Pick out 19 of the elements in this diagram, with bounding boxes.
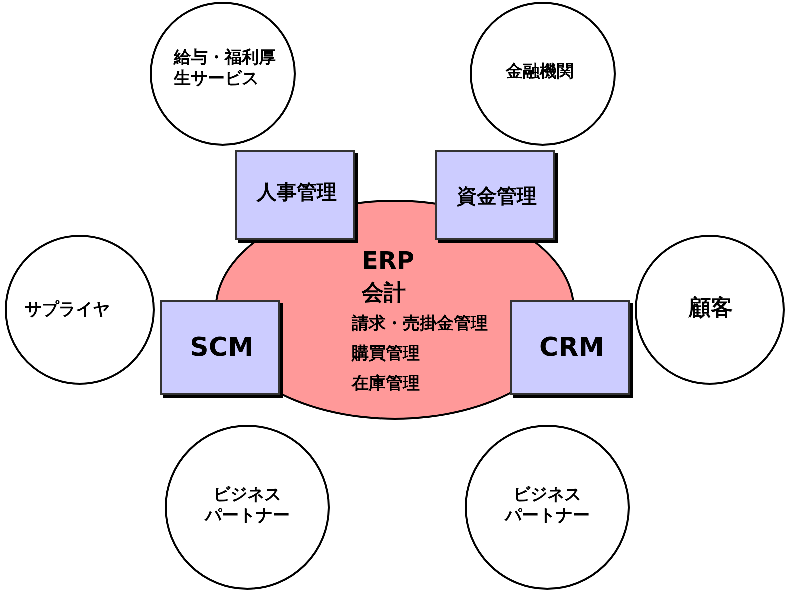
node-label: ビジネスパートナー [505,485,591,528]
node-label: 請求・売掛金管理 [352,314,489,336]
module-box [435,150,555,240]
node-label: CRM [538,332,606,364]
module-box [160,300,280,395]
module-box [510,300,630,395]
node-label: 購買管理 [352,344,421,366]
module-box [235,150,355,240]
node-label: 資金管理 [456,184,538,209]
node-label: 顧客 [689,295,734,322]
node-label: ERP [362,246,416,276]
node-label: ビジネスパートナー [205,485,291,528]
node-label: 在庫管理 [352,374,421,396]
node-label: サプライヤ [25,300,111,322]
node-label: 給与・福利厚生サービス [174,48,277,90]
node-label: 会計 [362,280,407,308]
node-label: 人事管理 [256,180,338,205]
node-label: SCM [189,332,255,364]
node-label: 金融機関 [506,62,575,84]
